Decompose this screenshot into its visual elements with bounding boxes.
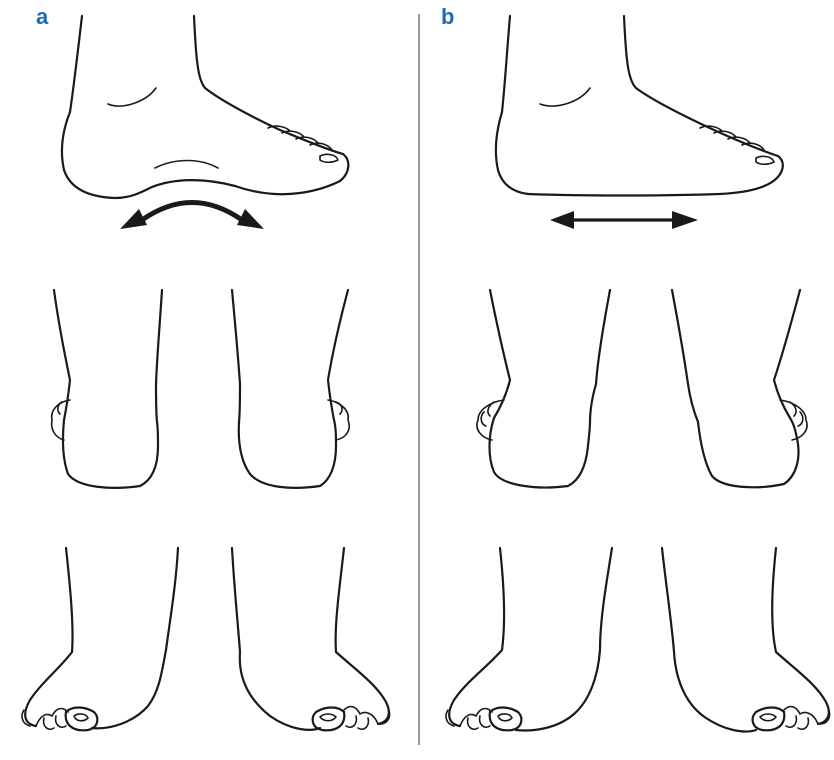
panel-a-curved-arrow-icon xyxy=(120,203,264,230)
panel-b-side-view-foot xyxy=(496,16,783,196)
panel-b-rear-view-left-foot xyxy=(477,290,610,487)
panel-b-rear-view-right-foot xyxy=(672,290,807,487)
panel-a-rear-view-right-foot xyxy=(232,290,349,488)
panel-b xyxy=(446,16,830,732)
panel-b-straight-arrow-icon xyxy=(550,211,698,229)
panel-a-rear-view-left-foot xyxy=(52,290,162,488)
panel-a-front-view-left-foot xyxy=(22,548,178,730)
panel-a xyxy=(22,16,390,730)
panel-a-side-view-foot xyxy=(62,16,348,198)
panel-a-front-view-right-foot xyxy=(232,548,390,730)
panel-b-front-view-right-foot xyxy=(662,548,830,732)
panel-b-front-view-left-foot xyxy=(446,548,612,730)
